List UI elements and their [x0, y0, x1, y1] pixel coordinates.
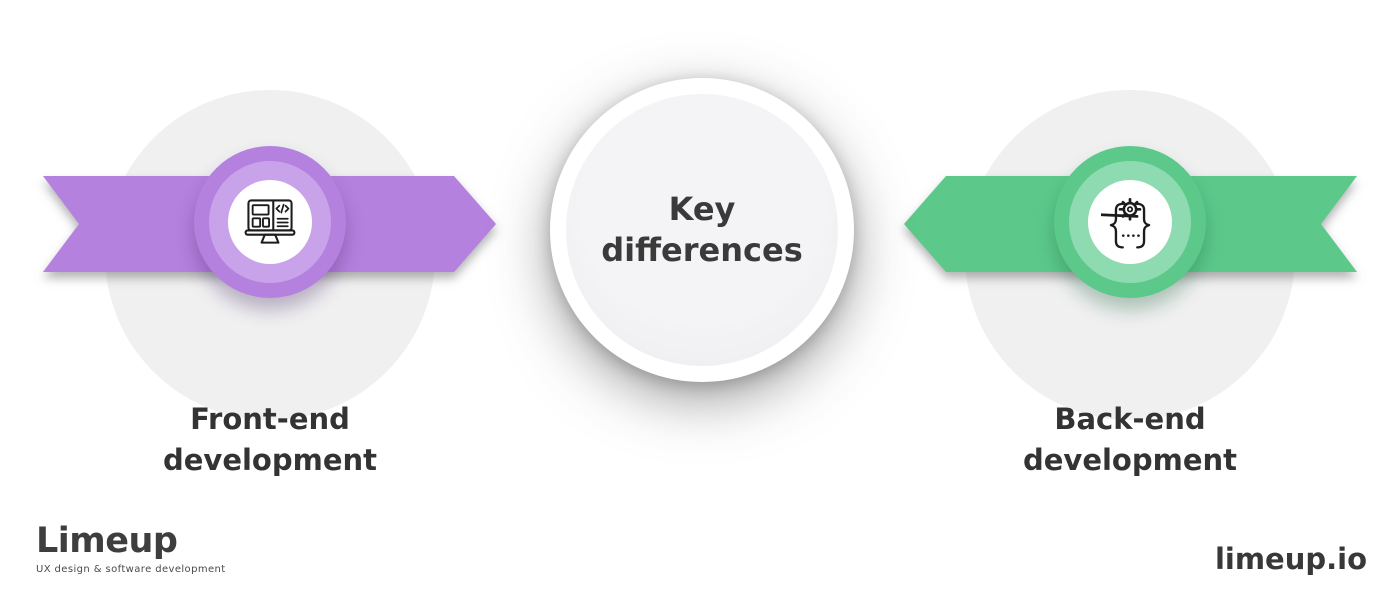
frontend-monitor-icon — [244, 199, 296, 244]
front-end-badge — [194, 146, 346, 298]
brand-tagline: UX design & software development — [36, 564, 226, 575]
front-end-label-line1: Front-end — [190, 402, 350, 436]
back-end-badge-inner-circle — [1088, 180, 1172, 264]
front-end-badge-ring — [209, 161, 331, 283]
brand-logo-block: Limeup UX design & software development — [36, 521, 226, 575]
center-circle-inner: Key differences — [566, 94, 838, 366]
center-circle: Key differences — [550, 78, 854, 382]
front-end-label-line2: development — [162, 443, 378, 477]
front-end-badge-inner-circle — [228, 180, 312, 264]
center-title-line2: differences — [601, 231, 803, 269]
back-end-badge-ring — [1069, 161, 1191, 283]
center-title-line1: Key — [668, 190, 736, 228]
website-watermark: limeup.io — [1214, 542, 1367, 576]
backend-braces-gear-icon — [1101, 197, 1151, 249]
front-end-label: Front-end development — [110, 399, 430, 481]
back-end-label-line2: development — [1022, 443, 1238, 477]
back-end-badge — [1054, 146, 1206, 298]
back-end-label-line1: Back-end — [1054, 402, 1206, 436]
brand-logo-text: Limeup — [36, 521, 178, 561]
back-end-label: Back-end development — [970, 399, 1290, 481]
